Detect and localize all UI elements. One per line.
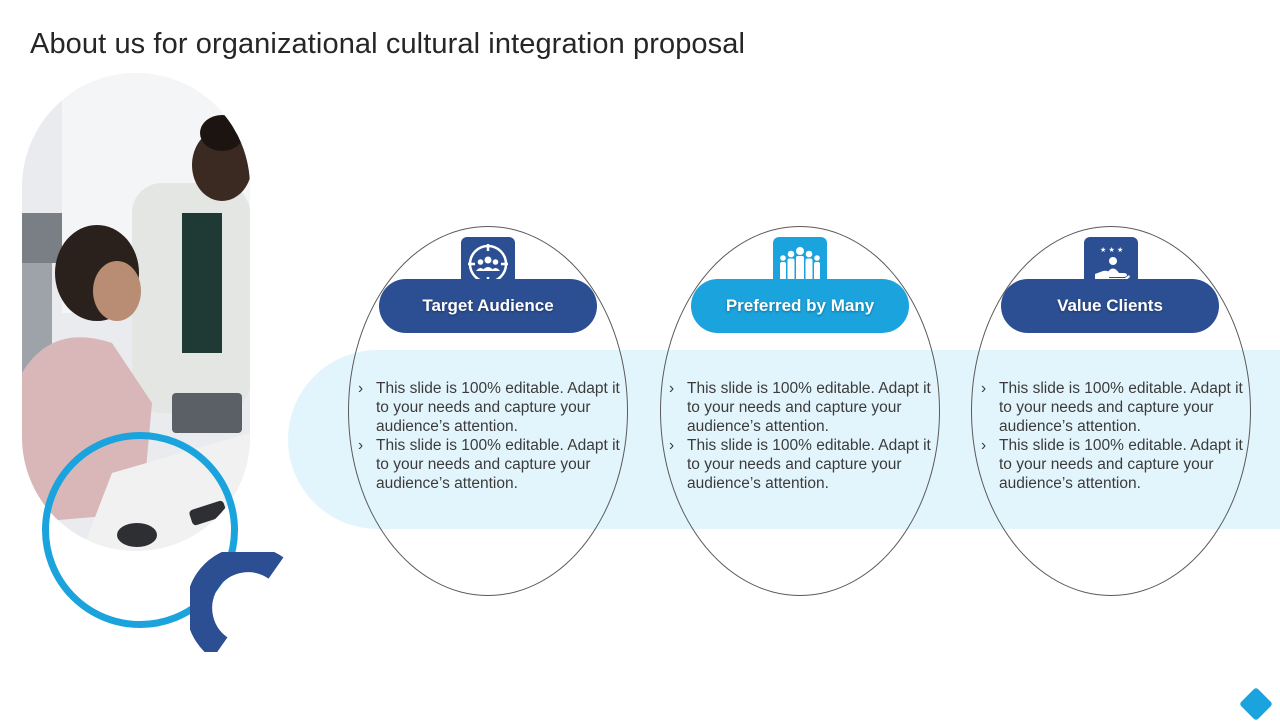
card-bullets: ›This slide is 100% editable. Adapt it t… — [979, 379, 1245, 493]
bullet-item: ›This slide is 100% editable. Adapt it t… — [358, 437, 620, 492]
bullet-item: ›This slide is 100% editable. Adapt it t… — [669, 380, 931, 435]
card-value-clients — [971, 226, 1251, 596]
svg-text:★ ★ ★: ★ ★ ★ — [1100, 246, 1123, 254]
bullet-item: ›This slide is 100% editable. Adapt it t… — [981, 437, 1243, 492]
bullet-item: ›This slide is 100% editable. Adapt it t… — [669, 437, 931, 492]
corner-diamond-icon — [1239, 687, 1273, 721]
card-bullets: ›This slide is 100% editable. Adapt it t… — [356, 379, 622, 493]
chevron-right-icon: › — [358, 380, 364, 397]
decorative-ring — [42, 432, 238, 628]
bullet-item: ›This slide is 100% editable. Adapt it t… — [358, 380, 620, 435]
card-bullets: ›This slide is 100% editable. Adapt it t… — [667, 379, 933, 493]
chevron-right-icon: › — [981, 380, 987, 397]
bullet-item: ›This slide is 100% editable. Adapt it t… — [981, 380, 1243, 435]
chevron-right-icon: › — [981, 437, 987, 454]
card-heading-value-clients: Value Clients — [1001, 279, 1219, 333]
chevron-right-icon: › — [358, 437, 364, 454]
slide-title: About us for organizational cultural int… — [30, 28, 746, 60]
card-heading-preferred-by-many: Preferred by Many — [691, 279, 909, 333]
decorative-arc — [190, 552, 284, 652]
chevron-right-icon: › — [669, 437, 675, 454]
card-target-audience — [348, 226, 628, 596]
card-preferred-by-many — [660, 226, 940, 596]
card-heading-target-audience: Target Audience — [379, 279, 597, 333]
chevron-right-icon: › — [669, 380, 675, 397]
